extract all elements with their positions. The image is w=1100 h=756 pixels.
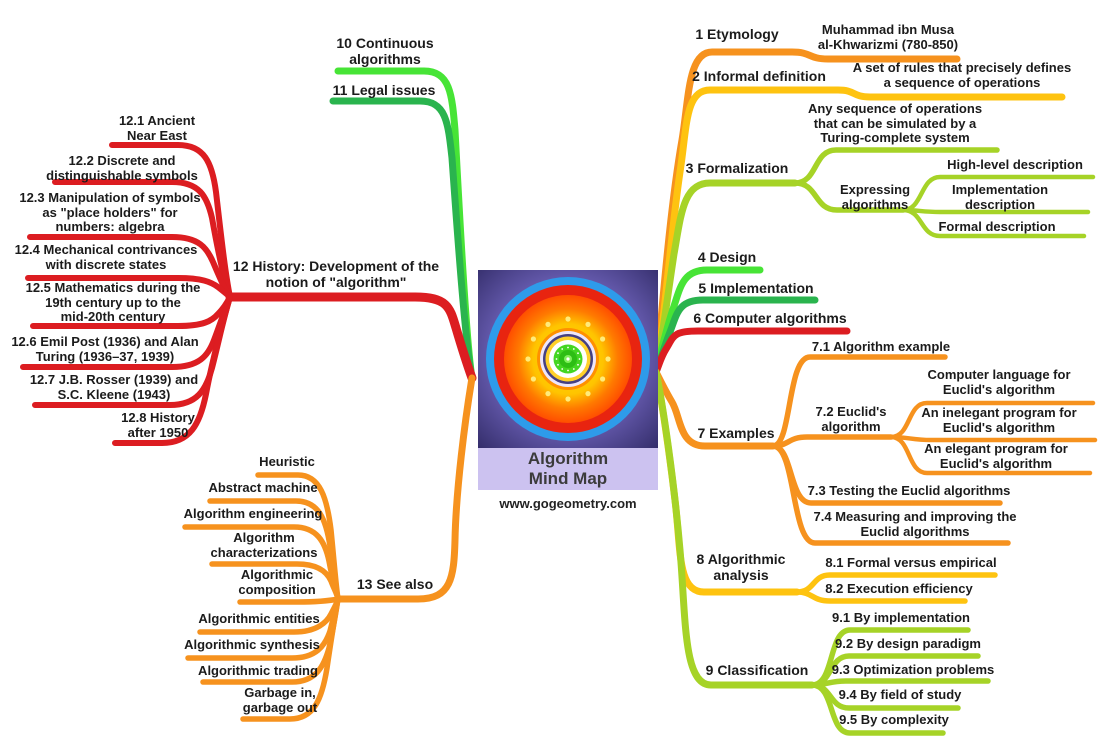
branch-legal-issues <box>329 97 476 382</box>
branch-rosser-kleene <box>32 294 233 408</box>
branch-by-field-of-study <box>809 682 961 711</box>
branch-see-also <box>334 374 476 603</box>
branch-algorithmic-composition <box>237 596 341 605</box>
branch-algorithm-characterizations <box>209 561 341 602</box>
branch-computer-algorithms <box>652 327 851 376</box>
branch-inelegant-program-euclid <box>888 434 1098 443</box>
branch-elegant-program-euclid <box>888 434 1093 476</box>
branch-mechanical-contrivances <box>25 275 233 300</box>
branch-emil-post-alan-turing <box>20 294 233 370</box>
branch-mathematics-19th-century <box>30 294 233 329</box>
center-title-line1: Algorithm <box>527 448 609 468</box>
algorithm-mandala-image <box>478 270 658 448</box>
branch-garbage-in-garbage-out <box>240 596 341 722</box>
branch-formal-description <box>900 207 1087 239</box>
branch-computer-language-euclid <box>888 400 1096 440</box>
branch-manipulation-of-symbols <box>27 234 233 300</box>
branch-algorithmic-trading <box>200 596 341 685</box>
branch-abstract-machine <box>207 498 341 602</box>
branch-discrete-symbols <box>52 179 233 300</box>
branch-history-after-1950 <box>112 294 233 446</box>
branch-optimization-problems <box>809 678 991 688</box>
branch-implementation-description <box>900 207 1091 215</box>
center-topic: Algorithm Mind Map <box>478 270 658 490</box>
branch-high-level-description <box>900 174 1096 213</box>
center-topic-title: Algorithm Mind Map <box>478 448 658 490</box>
mandala-rings <box>486 277 650 441</box>
branch-classification <box>652 368 816 689</box>
center-title-line2: Mind Map <box>528 469 608 488</box>
branch-euclids-algorithm <box>770 434 894 449</box>
branch-measuring-euclid <box>770 443 1011 546</box>
branch-algorithm-example <box>770 354 948 449</box>
branch-by-complexity <box>809 682 946 736</box>
branch-history <box>225 292 477 383</box>
branch-continuous-algorithms <box>334 67 476 382</box>
branch-formal-versus-empirical <box>794 572 998 595</box>
branch-examples <box>652 368 777 450</box>
website-text: www.gogeometry.com <box>499 496 637 511</box>
branch-expressing-algorithms <box>792 180 906 213</box>
branch-execution-efficiency <box>794 589 968 604</box>
